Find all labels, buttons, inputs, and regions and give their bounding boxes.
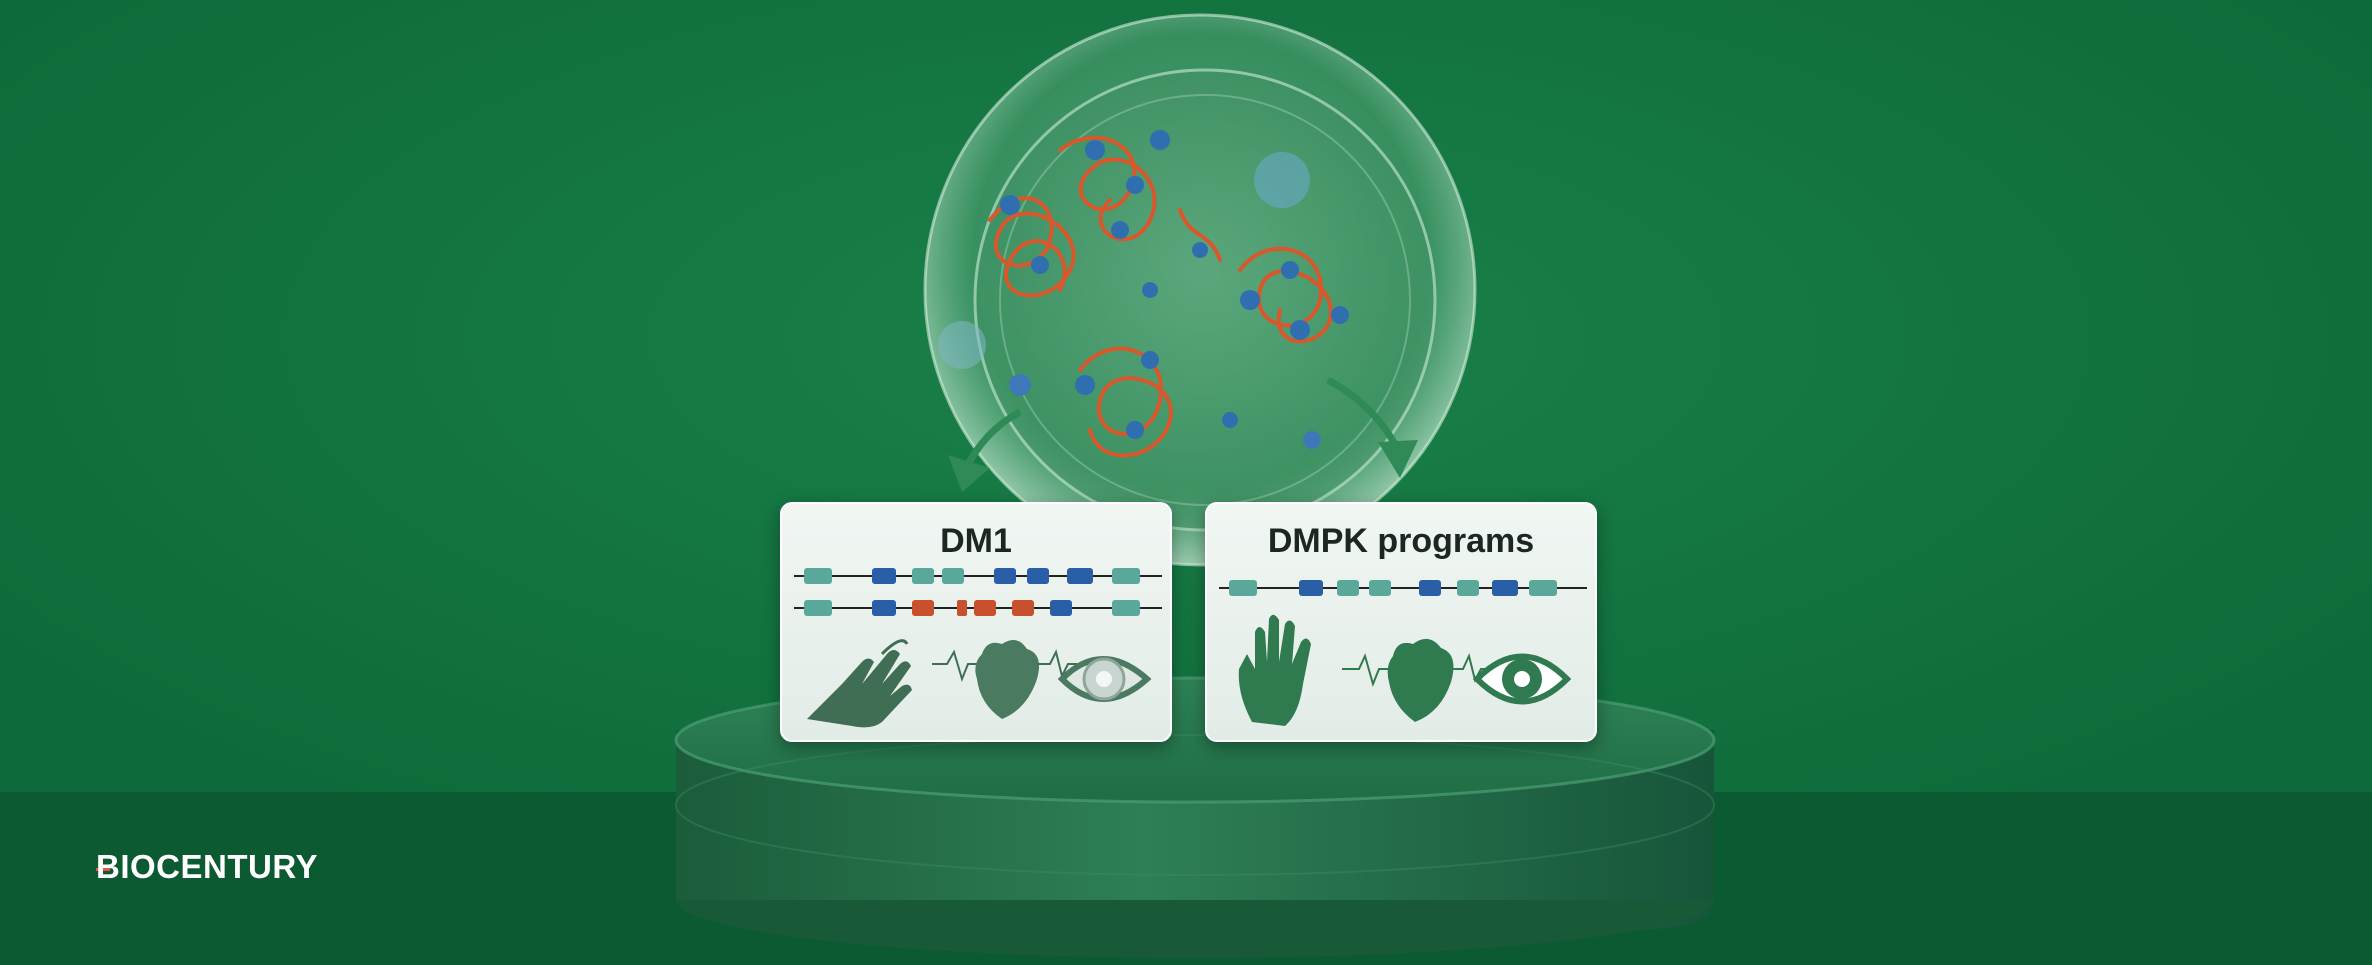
dmpk-card-title: DMPK programs xyxy=(1267,522,1535,560)
arrow-right-head xyxy=(1378,440,1418,478)
healthy-hand-icon xyxy=(1238,614,1311,726)
biocentury-logo[interactable]: BIOCENTURY xyxy=(96,848,318,885)
heart-ecg-icon xyxy=(932,640,1082,719)
dm1-card-title: DM1 xyxy=(940,522,1012,560)
healthy-eye-icon xyxy=(1472,653,1572,705)
dm1-card: DM1 xyxy=(780,502,1172,742)
heart-ecg-icon xyxy=(1342,638,1491,722)
dmpk-card-graphics xyxy=(1219,580,1587,726)
dm1-card-graphics xyxy=(794,568,1162,728)
brand-mark xyxy=(96,868,110,871)
arrow-left-head xyxy=(948,455,990,492)
clouded-eye-icon xyxy=(1057,656,1152,702)
proteins xyxy=(1000,130,1349,439)
cell xyxy=(923,13,1477,567)
weak-hand-icon xyxy=(807,639,912,728)
arrow-right xyxy=(1326,376,1402,452)
dmpk-programs-card: DMPK programs xyxy=(1205,502,1597,742)
